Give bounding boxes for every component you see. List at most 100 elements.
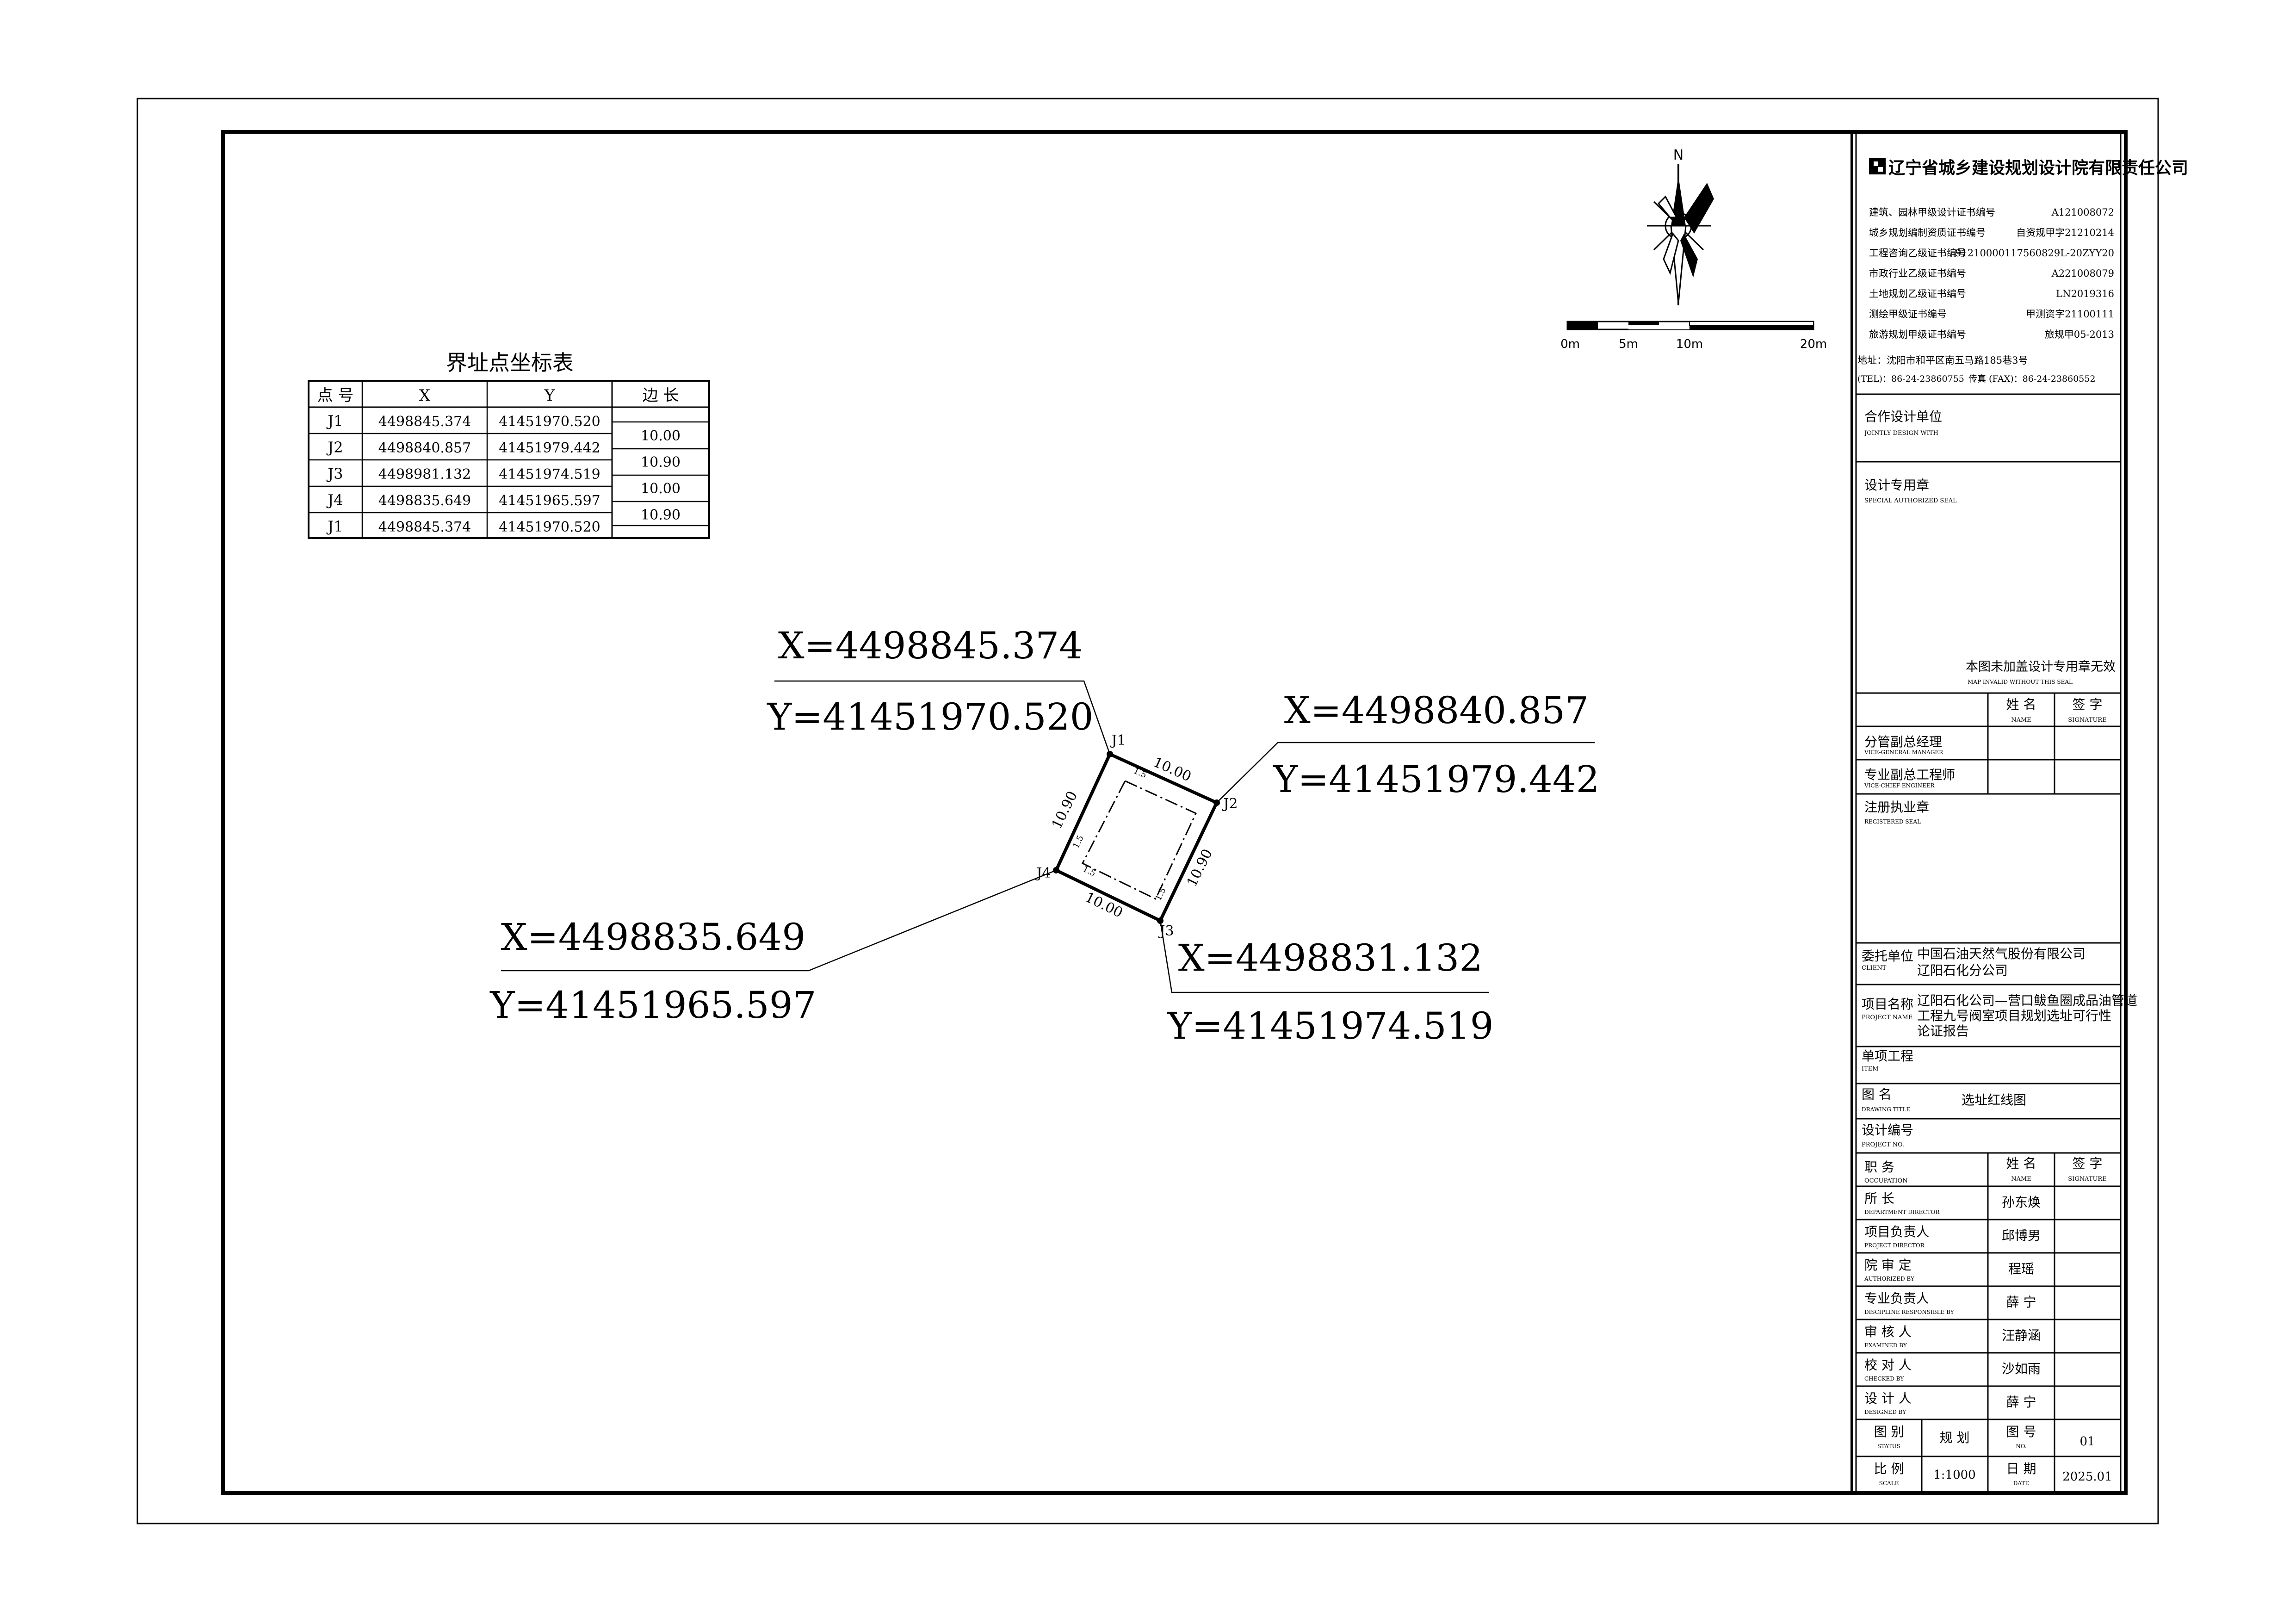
status-value: 规 划 [1940,1430,1970,1445]
registered-seal-label-en: REGISTERED SEAL [1864,818,1921,825]
cert-value-4: A221008079 [2051,268,2114,279]
outer-frame [136,98,2159,1524]
wind-rose-petal [1684,183,1714,234]
status-label: 图 别 [1874,1424,1904,1439]
scale-label-5: 5m [1619,337,1638,351]
project-no-label: 设计编号 [1862,1122,1913,1138]
table-row-5-x: 4498845.374 [378,519,471,535]
table-header-y: Y [544,386,555,405]
north-needle [1671,176,1686,226]
staff-name-1: 孙东焕 [2002,1195,2041,1210]
cert-label-4: 市政行业乙级证书编号 [1869,268,1966,279]
top-sign-header: 签 字 [2073,697,2103,712]
project-no-label-en: PROJECT NO. [1862,1141,1904,1148]
table-header-x: X [419,386,431,405]
callout-j1-y: Y=41451970.520 [767,695,1093,738]
table-row-3-y: 41451974.519 [499,466,600,483]
project-name-line2: 工程九号阀室项目规划选址可行性 [1917,1008,2111,1023]
site-plot: J1 J2 J3 J4 10.00 10.90 10.00 10.90 1.5 … [489,624,1599,1047]
cert-value-2: 自资规甲字21210214 [2016,227,2114,238]
date-value: 2025.01 [2062,1470,2112,1484]
seal-invalid-note: 本图未加盖设计专用章无效 [1966,660,2116,674]
company-phone: (TEL)：86-24-23860755 [1857,374,1964,384]
staff-role-2-en: PROJECT DIRECTOR [1864,1242,1925,1249]
occupation-header-en: OCCUPATION [1864,1177,1908,1184]
name-header-en: NAME [2011,1176,2031,1183]
item-label: 单项工程 [1862,1048,1913,1064]
registered-seal-label: 注册执业章 [1864,799,1929,815]
table-row-4-point: J4 [326,491,343,509]
top-name-header-en: NAME [2011,717,2031,724]
cert-label-7: 旅游规划甲级证书编号 [1869,329,1966,340]
staff-name-4: 薛 宁 [2006,1295,2036,1310]
vice-manager-label: 分管副总经理 [1864,734,1942,750]
table-edge-2: 10.90 [641,454,681,471]
client-value-line2: 辽阳石化分公司 [1917,963,2008,978]
setback-label-bottom: 1.5 [1081,864,1097,878]
drawing-title-label: 图 名 [1862,1087,1892,1102]
cooperation-label-en: JOINTLY DESIGN WITH [1863,430,1938,437]
table-row-5-y: 41451970.520 [499,519,600,535]
company-name: 辽宁省城乡建设规划设计院有限责任公司 [1888,159,2188,178]
vice-manager-label-en: VICE-GENERAL MANAGER [1864,749,1943,756]
table-row-4-x: 4498835.649 [378,493,471,509]
item-label-en: ITEM [1862,1065,1879,1072]
scale-field-label: 比 例 [1874,1461,1904,1476]
project-name-label-en: PROJECT NAME [1862,1014,1912,1021]
staff-role-3-en: AUTHORIZED BY [1864,1276,1915,1282]
table-row-3-point: J3 [326,465,343,483]
company-address: 地址：沈阳市和平区南五马路185巷3号 [1857,355,2028,366]
cert-value-3: 91210000117560829L-20ZYY20 [1955,248,2114,259]
staff-name-3: 程瑶 [2008,1261,2034,1276]
cert-value-1: A121008072 [2051,207,2114,218]
edge-label-j2-j3: 10.90 [1184,847,1216,890]
staff-role-7: 设 计 人 [1864,1391,1912,1406]
staff-role-1-en: DEPARTMENT DIRECTOR [1864,1209,1940,1215]
drawing-no-label: 图 号 [2006,1424,2036,1439]
scale-bar: 0m 5m 10m 20m [1560,321,1827,351]
drawing-no-label-en: NO. [2016,1443,2026,1450]
staff-role-6-en: CHECKED BY [1864,1375,1904,1382]
scale-label-10: 10m [1676,337,1703,351]
cert-label-6: 测绘甲级证书编号 [1869,309,1947,320]
staff-name-7: 薛 宁 [2006,1394,2036,1410]
scale-field-value: 1:1000 [1933,1468,1975,1482]
cooperation-label: 合作设计单位 [1864,409,1942,424]
table-row-2-y: 41451979.442 [499,440,600,456]
seal-label-en: SPECIAL AUTHORIZED SEAL [1864,497,1957,504]
callout-j3-y: Y=41451974.519 [1167,1004,1493,1047]
table-row-1-y: 41451970.520 [499,414,600,430]
table-edge-4: 10.90 [641,507,681,523]
edge-label-j1-j2: 10.00 [1151,754,1194,785]
project-name-line1: 辽阳石化公司—营口鲅鱼圈成品油管道 [1917,993,2137,1008]
occupation-header: 职 务 [1864,1159,1894,1175]
setback-label-right: 1.5 [1153,886,1168,902]
setback-label-top: 1.5 [1132,766,1148,781]
staff-name-2: 邱博男 [2002,1228,2041,1243]
callout-j4-y: Y=41451965.597 [489,984,816,1027]
callout-j2-y: Y=41451979.442 [1273,758,1599,801]
client-label: 委托单位 [1862,948,1913,964]
callout-j3-x: X=4498831.132 [1178,936,1483,979]
sign-header-en: SIGNATURE [2068,1176,2106,1183]
cert-value-7: 旅规甲05-2013 [2045,329,2114,340]
staff-role-4-en: DISCIPLINE RESPONSIBLE BY [1864,1309,1955,1315]
top-name-header: 姓 名 [2006,697,2036,712]
scale-label-0: 0m [1560,337,1580,351]
seal-label: 设计专用章 [1864,477,1929,493]
staff-name-5: 汪静涵 [2002,1328,2041,1343]
cert-label-1: 建筑、园林甲级设计证书编号 [1869,207,1995,218]
title-block: 辽宁省城乡建设规划设计院有限责任公司 建筑、园林甲级设计证书编号 A121008… [1850,132,2188,1493]
vice-engineer-label: 专业副总工程师 [1864,767,1955,782]
table-row-1-point: J1 [326,412,343,430]
vice-engineer-label-en: VICE-CHIEF ENGINEER [1864,782,1935,789]
staff-role-1: 所 长 [1864,1191,1894,1206]
table-header-edge: 边 长 [643,386,679,405]
inner-frame [221,130,2128,1495]
cert-value-5: LN2019316 [2056,288,2114,299]
drawing-title-label-en: DRAWING TITLE [1862,1106,1910,1113]
client-label-en: CLIENT [1862,965,1887,972]
staff-role-4: 专业负责人 [1864,1291,1929,1306]
table-row-2-x: 4498840.857 [378,440,471,456]
